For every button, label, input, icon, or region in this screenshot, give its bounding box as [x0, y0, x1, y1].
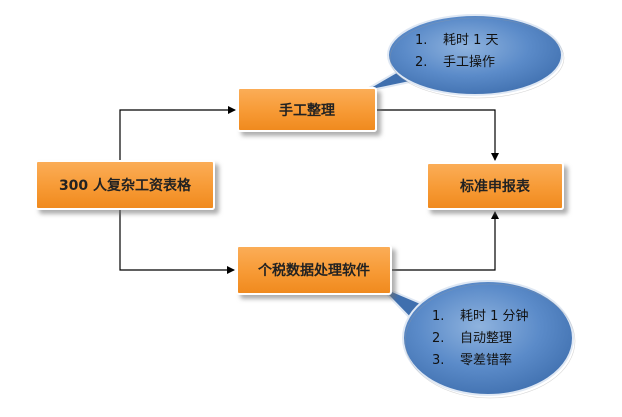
node-manual-process: 手工整理 [237, 87, 377, 132]
node-manual-label: 手工整理 [279, 102, 335, 119]
callout-software-note: 1. 耗时 1 分钟 [432, 306, 529, 328]
note-text: 零差错率 [460, 353, 513, 368]
note-number: 2. [432, 331, 445, 346]
callout-manual-notes: 1. 耗时 1 天 2. 手工操作 [415, 30, 499, 74]
note-number: 1. [415, 33, 428, 48]
connector-source-to-manual [119, 106, 236, 160]
callout-software-note: 3. 零差错率 [432, 350, 529, 372]
callout-manual-note: 1. 耗时 1 天 [415, 30, 499, 52]
note-text: 耗时 1 分钟 [460, 309, 529, 324]
note-text: 耗时 1 天 [443, 33, 499, 48]
connector-source-to-software [119, 210, 235, 274]
connector-software-to-standard [392, 211, 499, 271]
callout-manual-note: 2. 手工操作 [415, 52, 499, 74]
note-text: 手工操作 [443, 55, 496, 70]
note-number: 3. [432, 353, 445, 368]
node-source-label: 300 人复杂工资表格 [58, 178, 192, 194]
node-standard-label: 标准申报表 [460, 179, 530, 195]
note-text: 自动整理 [460, 331, 513, 346]
callout-manual [361, 14, 565, 99]
callout-software-notes: 1. 耗时 1 分钟 2. 自动整理 3. 零差错率 [432, 306, 529, 372]
node-source-payroll: 300 人复杂工资表格 [35, 160, 215, 210]
node-tax-software: 个税数据处理软件 [236, 245, 392, 295]
note-number: 1. [432, 309, 445, 324]
callout-software-note: 2. 自动整理 [432, 328, 529, 350]
note-number: 2. [415, 55, 428, 70]
node-software-label: 个税数据处理软件 [258, 263, 370, 279]
node-standard-report: 标准申报表 [426, 162, 564, 210]
connector-manual-to-standard [377, 109, 499, 161]
